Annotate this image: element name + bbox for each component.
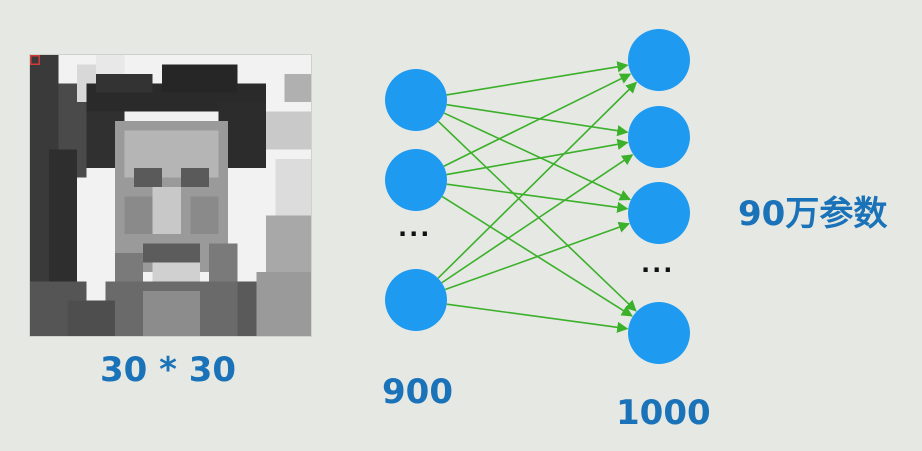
parameter-count-label: 90万参数 — [738, 194, 888, 234]
edge-0-3 — [437, 120, 637, 312]
image-size-label: 30 * 30 — [100, 350, 237, 390]
pixelated-face-image — [29, 54, 312, 337]
edge-2-3 — [446, 303, 629, 333]
edge-0-1 — [446, 103, 629, 137]
connection-edges — [437, 61, 638, 333]
output-ellipsis: ··· — [641, 256, 675, 284]
edge-1-2 — [446, 183, 629, 213]
input-neuron-0 — [385, 69, 447, 131]
edge-2-2 — [444, 221, 630, 291]
input-ellipsis: ··· — [398, 220, 432, 248]
face-image-pixels — [30, 55, 311, 336]
input-neuron-1 — [385, 149, 447, 211]
edge-2-1 — [441, 154, 634, 284]
edge-2-0 — [437, 81, 638, 279]
edge-1-0 — [443, 73, 632, 167]
input-neuron-2 — [385, 269, 447, 331]
output-neuron-count: 1000 — [616, 393, 711, 433]
neuron-nodes — [385, 29, 690, 364]
edge-0-2 — [443, 112, 631, 201]
edge-1-1 — [446, 138, 629, 176]
input-neuron-count: 900 — [382, 372, 453, 412]
output-neuron-0 — [628, 29, 690, 91]
output-neuron-3 — [628, 302, 690, 364]
output-neuron-1 — [628, 106, 690, 168]
output-neuron-2 — [628, 182, 690, 244]
edge-0-0 — [446, 61, 629, 96]
